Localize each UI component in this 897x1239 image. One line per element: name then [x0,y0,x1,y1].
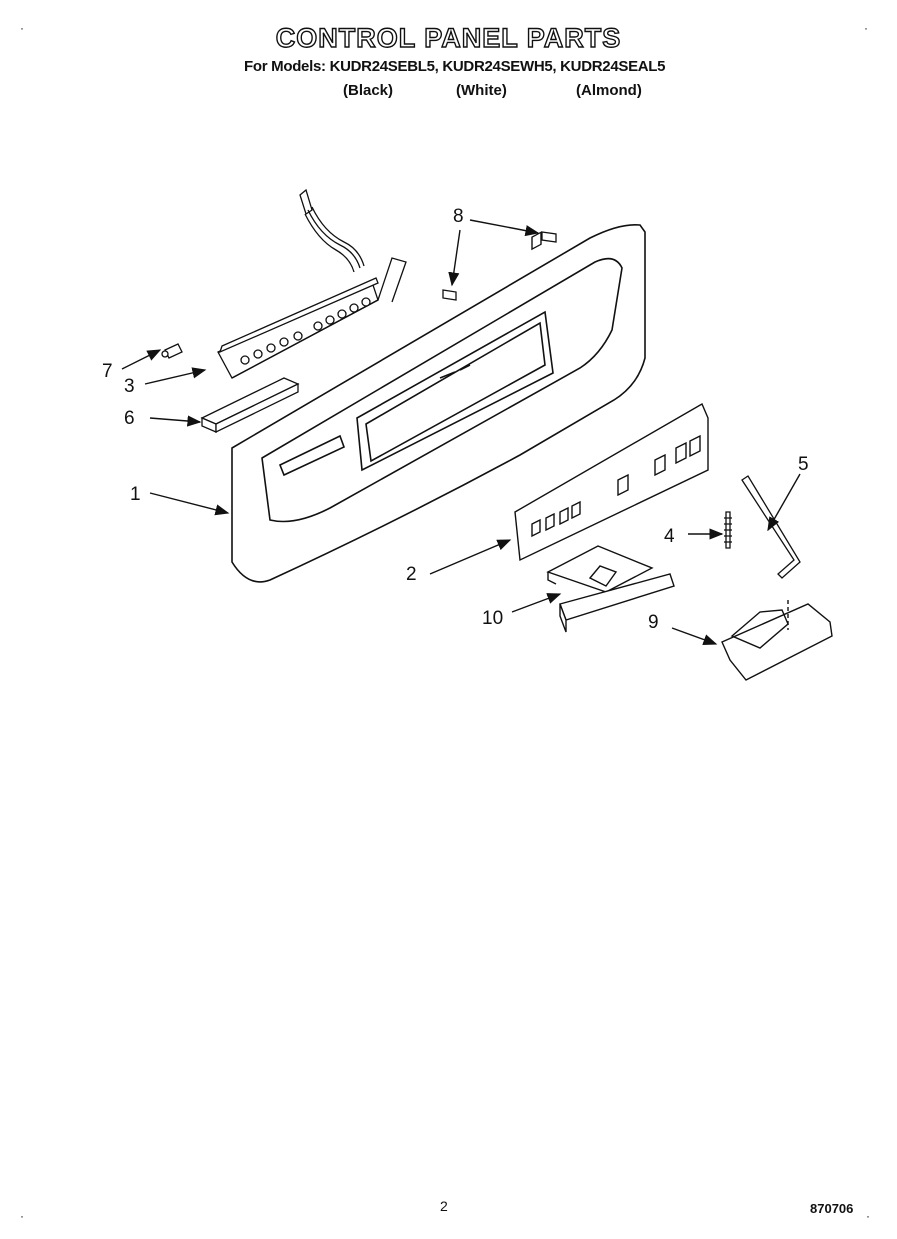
part-4-spring [724,511,732,549]
callout-3: 3 [124,376,135,397]
part-9-latch-housing [721,600,833,681]
model-color-almond: (Almond) [576,82,642,99]
callout-2: 2 [406,564,417,585]
page-number: 2 [440,1198,448,1214]
model-color-black: (Black) [343,82,394,99]
document-number: 870706 [810,1201,854,1216]
model-color-white: (White) [456,82,507,99]
part-7-screw [161,343,183,359]
callout-9: 9 [648,612,659,633]
part-3-control-board [217,188,407,379]
part-6-spacer-block [200,377,300,434]
corner-mark-top-left: · [20,21,24,35]
callout-8: 8 [453,206,464,227]
callout-1: 1 [130,484,141,505]
page-header: CONTROL PANEL PARTS [0,22,897,54]
callout-10: 10 [482,608,503,629]
part-8-screws [442,231,557,301]
part-1-control-console [231,223,646,583]
corner-mark-bottom-left: · [20,1209,24,1223]
callout-6: 6 [124,408,135,429]
leader-lines [121,219,801,645]
part-5-rod [741,475,801,579]
models-line: For Models: KUDR24SEBL5, KUDR24SEWH5, KU… [244,58,666,75]
corner-mark-top-right: · [864,21,868,35]
callout-7: 7 [102,361,113,382]
corner-mark-bottom-right: · [866,1209,870,1223]
page-title: CONTROL PANEL PARTS [275,22,622,53]
part-10-bracket [546,545,675,633]
part-2-overlay [514,231,709,562]
callout-4: 4 [664,526,675,547]
callout-5: 5 [798,454,809,475]
